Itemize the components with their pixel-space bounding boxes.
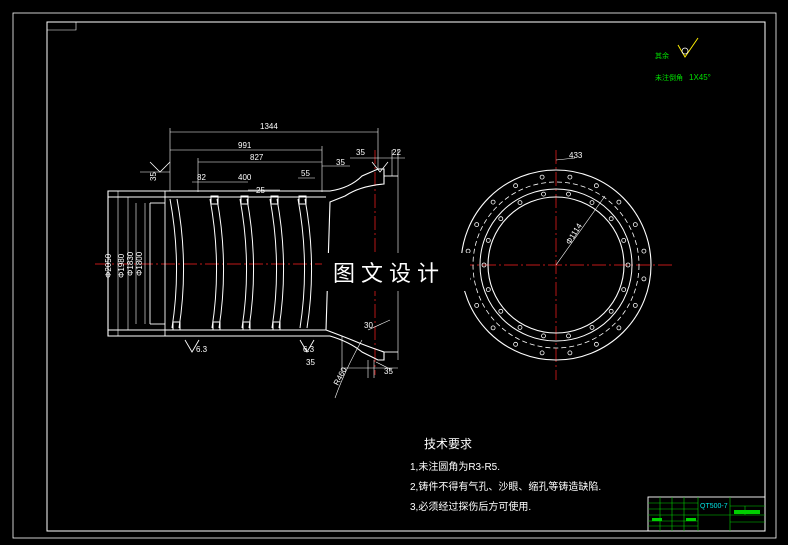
svg-text:3,必须经过探伤后方可使用.: 3,必须经过探伤后方可使用. [410,500,531,513]
svg-text:433: 433 [569,151,583,160]
svg-text:未注倒角: 未注倒角 [655,73,683,82]
bolt-hole [589,324,595,330]
end-view: 433 Φ1114 [460,150,672,380]
bolt-hole [465,248,471,254]
bolt-hole [589,200,595,206]
roughness-symbol-right [299,339,315,353]
svg-text:55: 55 [301,169,310,178]
bolt-hole [541,333,546,339]
svg-text:其余: 其余 [655,51,669,60]
svg-text:Φ1800: Φ1800 [135,251,144,276]
bolt-hole [498,308,504,314]
svg-text:Φ2050: Φ2050 [104,253,113,278]
bolt-hole [641,276,647,282]
bolt-hole [490,199,496,205]
svg-text:1,未注圆角为R3-R5.: 1,未注圆角为R3-R5. [410,460,500,473]
svg-text:22: 22 [392,148,401,157]
svg-text:25: 25 [256,186,265,195]
bolt-hole [498,216,504,222]
bolt-hole [608,308,614,314]
bolt-hole [513,183,518,189]
bolt-hole [517,200,523,206]
svg-text:35: 35 [384,367,393,376]
svg-text:991: 991 [238,141,252,150]
corner-mark [47,22,77,31]
svg-text:827: 827 [250,153,264,162]
bolt-hole [621,287,627,293]
bolt-hole [566,191,571,197]
svg-text:35: 35 [149,172,158,181]
svg-text:图文设计: 图文设计 [333,262,445,287]
bolt-hole [541,191,546,197]
watermark: 图文设计 [322,253,470,291]
svg-text:400: 400 [238,173,252,182]
bolt-hole [490,325,496,331]
svg-text:30: 30 [364,321,373,330]
svg-text:1X45°: 1X45° [689,73,711,82]
bolt-hole [616,199,622,205]
bolt-hole [517,324,523,330]
svg-text:35: 35 [336,158,345,167]
svg-text:QT500-7: QT500-7 [700,503,728,510]
svg-text:技术要求: 技术要求 [424,437,472,451]
bolt-hole [539,174,545,180]
svg-text:R460: R460 [332,365,349,387]
bolt-hole [481,262,487,268]
bolt-hole [567,350,573,356]
section-view: 1344 991 827 400 25 82 55 35 35 22 35 Φ2… [95,122,415,399]
svg-text:Φ1114: Φ1114 [564,221,584,246]
bolt-hole [485,287,491,293]
svg-text:6.3: 6.3 [196,345,208,354]
bolt-hole [539,350,545,356]
bolt-hole [632,222,638,228]
technical-requirements: 技术要求 1,未注圆角为R3-R5. 2,铸件不得有气孔、沙眼、缩孔等铸造缺陷.… [410,437,601,513]
bolt-hole [474,222,480,228]
svg-text:35: 35 [306,358,315,367]
bolt-hole [474,302,480,308]
bolt-hole [625,262,631,268]
svg-text:82: 82 [197,173,206,182]
bolt-hole [485,237,491,243]
bolt-hole [632,302,638,308]
inner-frame [46,21,766,532]
svg-text:35: 35 [356,148,365,157]
roughness-symbol-left [184,339,200,353]
svg-text:6.3: 6.3 [303,345,315,354]
bolt-hole [594,341,599,347]
bolt-hole [594,183,599,189]
rest-roughness-note: 其余 [655,37,699,60]
title-block: QT500-7 [647,496,766,532]
svg-text:1344: 1344 [260,122,278,131]
bolt-hole [608,216,614,222]
outer-frame [12,12,777,539]
chamfer-note: 未注倒角 1X45° [655,73,711,82]
svg-text:Φ1980: Φ1980 [117,253,126,278]
svg-text:2,铸件不得有气孔、沙眼、缩孔等铸造缺陷.: 2,铸件不得有气孔、沙眼、缩孔等铸造缺陷. [410,480,601,493]
bolt-hole [641,248,647,254]
svg-text:Φ1830: Φ1830 [126,251,135,276]
bolt-hole [616,325,622,331]
bolt-hole [621,237,627,243]
bolt-hole [566,333,571,339]
bolt-hole [513,341,518,347]
bolt-hole [567,174,573,180]
